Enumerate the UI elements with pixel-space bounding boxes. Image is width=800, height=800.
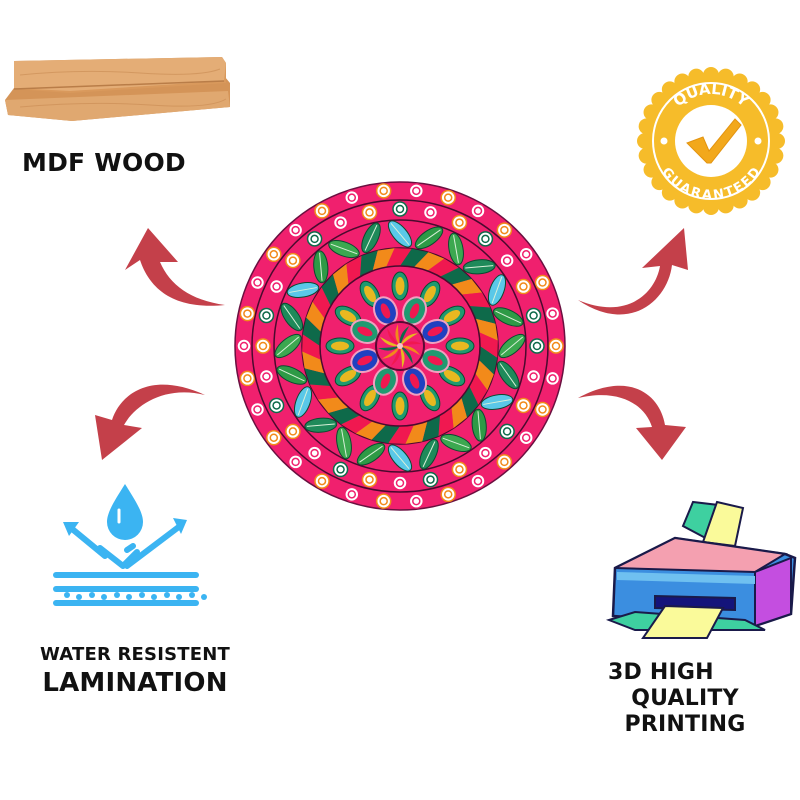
quality-badge-icon: QUALITY GUARANTEED bbox=[637, 67, 785, 215]
wood-planks-icon bbox=[5, 57, 230, 121]
lamination-label: LAMINATION bbox=[42, 668, 228, 698]
checkmark-icon bbox=[686, 118, 742, 164]
printing-label-line3: PRINTING bbox=[624, 712, 746, 737]
water-resistant-label: WATER RESISTENT bbox=[40, 644, 230, 665]
printing-label-line1: 3D HIGH bbox=[608, 660, 714, 685]
mandala-artwork bbox=[234, 181, 566, 511]
water-drop-icon bbox=[107, 484, 143, 540]
printing-label-line2: QUALITY bbox=[631, 686, 739, 711]
printer-icon bbox=[605, 500, 797, 639]
water-resistant-icon bbox=[53, 484, 207, 606]
mdf-wood-label: MDF WOOD bbox=[22, 148, 186, 177]
